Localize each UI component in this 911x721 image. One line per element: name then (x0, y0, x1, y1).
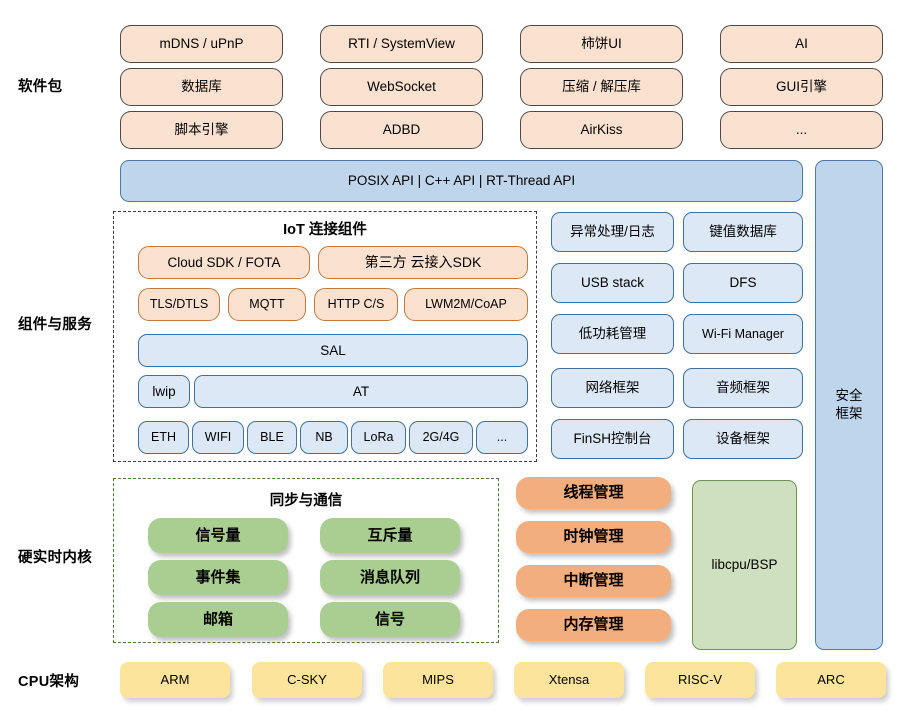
row-label-software-packages: 软件包 (18, 79, 63, 95)
kernel-sync-pill[interactable]: 互斥量 (320, 518, 460, 553)
component-pill[interactable]: FinSH控制台 (551, 419, 674, 459)
iot-protocol-pill[interactable]: TLS/DTLS (138, 288, 220, 321)
sync-communication-title: 同步与通信 (269, 493, 343, 509)
cpu-arch-pill[interactable]: ARM (120, 662, 230, 698)
iot-protocol-pill[interactable]: MQTT (228, 288, 306, 321)
iot-link-pill[interactable]: BLE (247, 421, 297, 454)
package-pill[interactable]: 脚本引擎 (120, 111, 283, 149)
iot-group-title: IoT 连接组件 (283, 222, 367, 238)
kernel-manager-pill[interactable]: 内存管理 (516, 609, 671, 641)
iot-link-pill[interactable]: 2G/4G (409, 421, 473, 454)
package-pill[interactable]: mDNS / uPnP (120, 25, 283, 63)
cpu-arch-pill[interactable]: Xtensa (514, 662, 624, 698)
component-pill[interactable]: 低功耗管理 (551, 314, 674, 354)
kernel-manager-pill[interactable]: 线程管理 (516, 477, 671, 509)
security-framework-line1: 安全 (835, 387, 863, 403)
row-label-cpu-architecture: CPU架构 (18, 674, 80, 690)
kernel-sync-pill[interactable]: 消息队列 (320, 560, 460, 595)
iot-at-pill[interactable]: AT (194, 375, 528, 408)
component-pill[interactable]: 网络框架 (551, 368, 674, 408)
package-pill[interactable]: AirKiss (520, 111, 683, 149)
package-pill[interactable]: AI (720, 25, 883, 63)
package-pill[interactable]: 柿饼UI (520, 25, 683, 63)
iot-protocol-pill[interactable]: HTTP C/S (314, 288, 398, 321)
libcpu-bsp-panel[interactable]: libcpu/BSP (692, 480, 797, 650)
security-framework-panel[interactable]: 安全 框架 (815, 160, 883, 650)
iot-sal-pill[interactable]: SAL (138, 334, 528, 367)
package-pill[interactable]: ... (720, 111, 883, 149)
kernel-sync-pill[interactable]: 事件集 (148, 560, 288, 595)
component-pill[interactable]: Wi-Fi Manager (683, 314, 803, 354)
kernel-manager-pill[interactable]: 时钟管理 (516, 521, 671, 553)
kernel-sync-pill[interactable]: 信号量 (148, 518, 288, 553)
iot-link-pill[interactable]: ... (476, 421, 528, 454)
component-pill[interactable]: 异常处理/日志 (551, 212, 674, 252)
iot-protocol-pill[interactable]: LWM2M/CoAP (404, 288, 528, 321)
cpu-arch-pill[interactable]: MIPS (383, 662, 493, 698)
package-pill[interactable]: 压缩 / 解压库 (520, 68, 683, 106)
api-bar[interactable]: POSIX API | C++ API | RT-Thread API (120, 160, 803, 202)
kernel-sync-pill[interactable]: 信号 (320, 602, 460, 637)
package-pill[interactable]: GUI引擎 (720, 68, 883, 106)
kernel-sync-pill[interactable]: 邮箱 (148, 602, 288, 637)
cpu-arch-pill[interactable]: C-SKY (252, 662, 362, 698)
package-pill[interactable]: ADBD (320, 111, 483, 149)
component-pill[interactable]: 设备框架 (683, 419, 803, 459)
package-pill[interactable]: WebSocket (320, 68, 483, 106)
kernel-manager-pill[interactable]: 中断管理 (516, 565, 671, 597)
cpu-arch-pill[interactable]: ARC (776, 662, 886, 698)
iot-link-pill[interactable]: NB (300, 421, 348, 454)
row-label-components-services: 组件与服务 (18, 317, 92, 333)
component-pill[interactable]: 键值数据库 (683, 212, 803, 252)
package-pill[interactable]: 数据库 (120, 68, 283, 106)
security-framework-line2: 框架 (835, 406, 863, 421)
row-label-hard-realtime-kernel: 硬实时内核 (18, 550, 92, 566)
component-pill[interactable]: USB stack (551, 263, 674, 303)
component-pill[interactable]: DFS (683, 263, 803, 303)
sync-communication-group (113, 478, 499, 643)
iot-lwip-pill[interactable]: lwip (138, 375, 190, 408)
package-pill[interactable]: RTI / SystemView (320, 25, 483, 63)
iot-sdk-pill[interactable]: Cloud SDK / FOTA (138, 246, 310, 279)
component-pill[interactable]: 音频框架 (683, 368, 803, 408)
cpu-arch-pill[interactable]: RISC-V (645, 662, 755, 698)
iot-link-pill[interactable]: ETH (138, 421, 189, 454)
iot-sdk-pill[interactable]: 第三方 云接入SDK (318, 246, 528, 279)
iot-connectivity-group (113, 211, 537, 462)
iot-link-pill[interactable]: LoRa (351, 421, 406, 454)
iot-link-pill[interactable]: WIFI (192, 421, 244, 454)
